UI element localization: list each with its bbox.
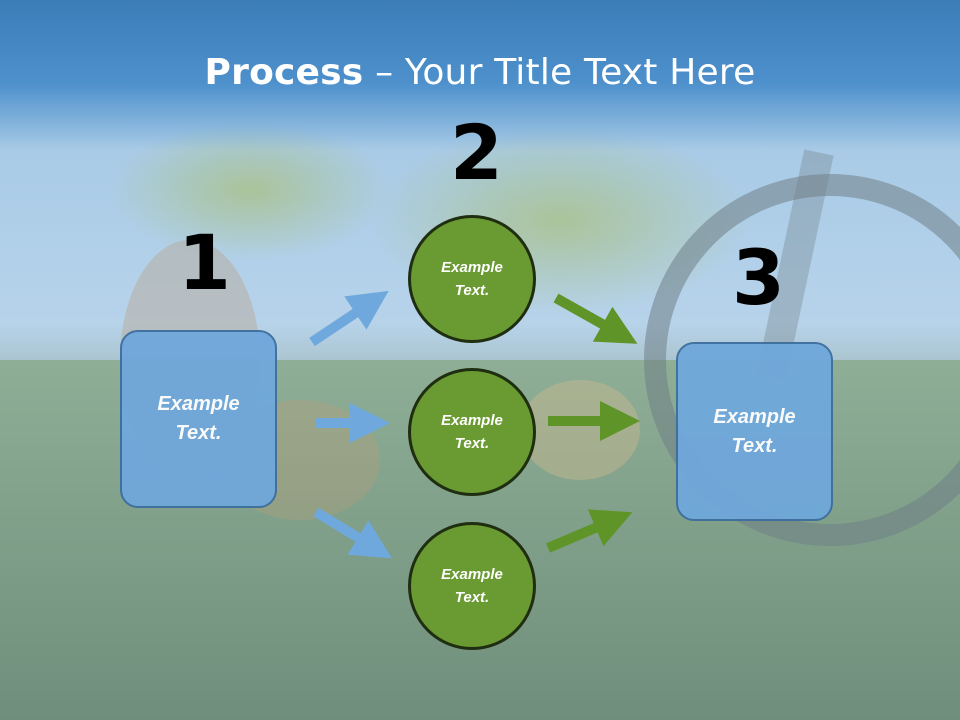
step-number-3: 3: [732, 233, 785, 322]
arrow-green-up: [546, 509, 633, 553]
arrow-green-down: [553, 293, 638, 344]
process-circle-bottom-label: Example Text.: [441, 566, 503, 606]
arrow-blue-down: [313, 507, 393, 559]
slide-title: Process – Your Title Text Here: [0, 52, 960, 93]
process-box-left: Example Text.: [120, 330, 277, 508]
step-number-2: 2: [450, 108, 503, 197]
title-rest: – Your Title Text Here: [363, 52, 756, 93]
title-bar: [0, 0, 960, 150]
process-box-right-label: Example Text.: [713, 405, 796, 457]
process-circle-top: Example Text.: [408, 215, 536, 343]
process-circle-middle-label: Example Text.: [441, 412, 503, 452]
title-bold: Process: [204, 52, 364, 93]
arrow-blue-up: [309, 290, 389, 347]
process-circle-top-label: Example Text.: [441, 259, 503, 299]
process-box-right: Example Text.: [676, 342, 833, 521]
process-circle-bottom: Example Text.: [408, 522, 536, 650]
step-number-1: 1: [178, 218, 231, 307]
process-circle-middle: Example Text.: [408, 368, 536, 496]
process-box-left-label: Example Text.: [157, 393, 240, 444]
